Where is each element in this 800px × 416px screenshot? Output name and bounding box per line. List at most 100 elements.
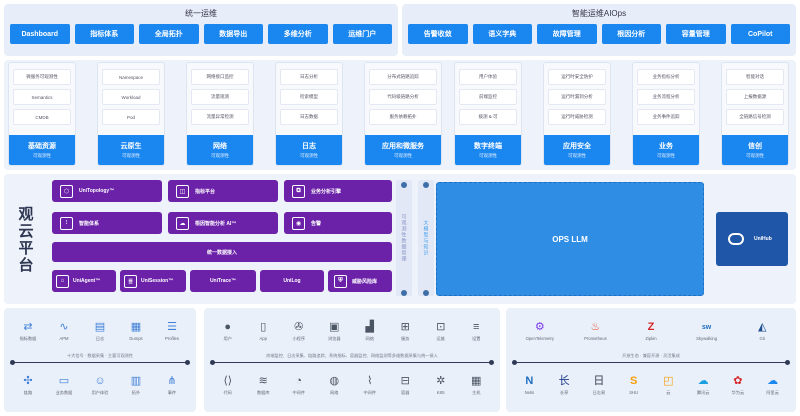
eco-cloud[interactable]: ◰云 (652, 374, 684, 395)
module-subtitle: 可观测性 (657, 153, 675, 158)
module-footer: 基础资源可观测性 (9, 135, 75, 165)
eco-label: 云 (666, 390, 671, 395)
uniagent-button[interactable]: ⌂ UniAgent™ (52, 270, 116, 292)
signal-logs[interactable]: ▤日志 (84, 320, 116, 341)
metrics-system-button[interactable]: 指标体系 (74, 24, 134, 44)
source-middleware-2[interactable]: ⌇中间件 (354, 374, 386, 395)
signal-dumps[interactable]: ▦Dumps (120, 320, 152, 341)
unitrace-button[interactable]: UniTrace™ (190, 270, 256, 292)
module-subtitle: 可观测性 (479, 153, 497, 158)
ops-portal-button[interactable]: 运维门户 (332, 24, 392, 44)
global-topology-button[interactable]: 全局拓扑 (139, 24, 199, 44)
module-apps-microservices[interactable]: 分布式链路追踪 代码级链路分析 服务依赖拓扑 应用和微服务可观测性 (364, 62, 442, 166)
source-k8s[interactable]: ✲K8S (425, 374, 457, 395)
source-ops[interactable]: ⊡运维 (425, 320, 457, 341)
source-container[interactable]: ⊟容器 (389, 374, 421, 395)
eco-tencent[interactable]: ☁腾讯云 (687, 374, 719, 395)
capacity-management-button[interactable]: 容量管理 (666, 24, 726, 44)
source-label: 服务 (401, 336, 410, 341)
unified-data-ingest-bar[interactable]: 统一数据接入 (52, 242, 392, 262)
module-logs[interactable]: 日志分析 检索模型 日志数据 日志可观测性 (275, 62, 343, 166)
unihub-button[interactable]: UniHub (716, 212, 788, 266)
signal-trace[interactable]: ✣链路 (12, 374, 44, 395)
signals-caption: 十大信号 · 数据采集 · 主要可观测性 (66, 353, 134, 358)
business-analysis-button[interactable]: ⧉ 业务分析引擎 (284, 180, 392, 202)
signal-metrics[interactable]: ⇄指标数据 (12, 320, 44, 341)
eco-git[interactable]: ◭Git (739, 320, 785, 341)
source-code[interactable]: ⟨⟩代码 (212, 374, 244, 395)
module-xinchuang[interactable]: 智能对话 上报数据源 全链路信号检测 信创可观测性 (721, 62, 789, 166)
source-network[interactable]: ▟网络 (354, 320, 386, 341)
separator-line (512, 360, 790, 365)
source-middleware[interactable]: ◔中间件 (283, 374, 315, 395)
module-digital-terminal[interactable]: 用户体验 前端监控 拨测 & 可 数字终端可观测性 (454, 62, 522, 166)
module-subtitle: 可观测性 (568, 153, 586, 158)
module-item: 网络接口监控 (191, 69, 249, 85)
source-database[interactable]: ≋数据库 (247, 374, 279, 395)
eco-opentelemetry[interactable]: ⚙OpenTelemetry (517, 320, 563, 341)
source-user[interactable]: ●用户 (212, 320, 244, 341)
copilot-button[interactable]: CoPilot (730, 24, 790, 44)
module-app-security[interactable]: 运行时安全防护 运行时漏洞分析 运行时威胁检测 应用安全可观测性 (543, 62, 611, 166)
module-infrastructure[interactable]: 微服务可观测性 Semantics CMDB 基础资源可观测性 (8, 62, 76, 166)
cloud-icon: ☁ (176, 216, 189, 230)
threat-library-button[interactable]: ⛨ 威胁风险库 (328, 270, 392, 292)
module-cloud-native[interactable]: Namespace Workload Pod 云原生可观测性 (97, 62, 165, 166)
connector-dot (401, 290, 407, 296)
unilog-button[interactable]: UniLog (260, 270, 324, 292)
multidim-analysis-button[interactable]: 多维分析 (268, 24, 328, 44)
module-footer: 数字终端可观测性 (455, 135, 521, 165)
button-label: UniSession™ (141, 278, 174, 284)
incident-management-button[interactable]: 故障管理 (537, 24, 597, 44)
unitopology-button[interactable]: ⬡ UniTopology™ (52, 180, 162, 202)
dashboard-button[interactable]: Dashboard (10, 24, 70, 44)
semantic-dictionary-button[interactable]: 语义字典 (472, 24, 532, 44)
eco-rizhiyi[interactable]: 日日志易 (583, 374, 615, 395)
intelligence-button[interactable]: ⫶ 智能体系 (52, 212, 162, 234)
module-item: 日志分析 (280, 69, 338, 85)
eco-label: OpenTelemetry (525, 336, 554, 341)
source-service[interactable]: ⊞ 服务 (389, 320, 421, 341)
eco-label: Skywalking (696, 336, 718, 341)
module-name: 日志 (302, 143, 316, 150)
source-browser[interactable]: ▣浏览器 (318, 320, 350, 341)
signal-topology[interactable]: ▥拓扑 (120, 374, 152, 395)
browser-icon: ▣ (329, 320, 340, 333)
unisession-button[interactable]: ≣ UniSession™ (120, 270, 186, 292)
source-network-2[interactable]: ◍网络 (318, 374, 350, 395)
eco-prometheus[interactable]: ♨Prometheus (572, 320, 618, 341)
eco-huawei[interactable]: ✿华为云 (722, 374, 754, 395)
root-cause-ai-button[interactable]: ☁ 根因智能分析 AI™ (168, 212, 278, 234)
alerts-button[interactable]: ◉ 告警 (284, 212, 392, 234)
source-label: 网络 (330, 390, 339, 395)
module-network[interactable]: 网络接口监控 流量观测 流量异常检测 网络可观测性 (186, 62, 254, 166)
alert-convergence-button[interactable]: 告警收敛 (408, 24, 468, 44)
service-icon: ⊞ (400, 320, 410, 333)
eco-aliyun[interactable]: ☁阿里云 (757, 374, 789, 395)
signal-business[interactable]: ▭业务数据 (48, 374, 80, 395)
grid-icon: ⊡ (436, 320, 446, 333)
module-name: 云原生 (120, 143, 142, 150)
ops-llm-block[interactable]: OPS LLM (436, 182, 704, 296)
metrics-platform-button[interactable]: ◫ 指标平台 (168, 180, 278, 202)
signal-apm[interactable]: ∿APM (48, 320, 80, 341)
signal-profiles[interactable]: ☰Profiles (156, 320, 188, 341)
source-host[interactable]: ▦主机 (460, 374, 492, 395)
signal-label: 链路 (23, 390, 33, 395)
eco-changting[interactable]: 长长亭 (548, 374, 580, 395)
source-settings[interactable]: ≡设置 (460, 320, 492, 341)
root-cause-analysis-button[interactable]: 根因分析 (601, 24, 661, 44)
source-miniprogram[interactable]: ✇小程序 (283, 320, 315, 341)
eco-label: SHU (629, 390, 639, 395)
source-app[interactable]: ▯App (247, 320, 279, 341)
module-item: 全链路信号检测 (726, 109, 784, 125)
signal-events[interactable]: ⋔事件 (156, 374, 188, 395)
data-export-button[interactable]: 数据导出 (203, 24, 263, 44)
module-business[interactable]: 业务指标分析 业务流程分析 业务事件追踪 业务可观测性 (632, 62, 700, 166)
signal-ux[interactable]: ☺用户体验 (84, 374, 116, 395)
